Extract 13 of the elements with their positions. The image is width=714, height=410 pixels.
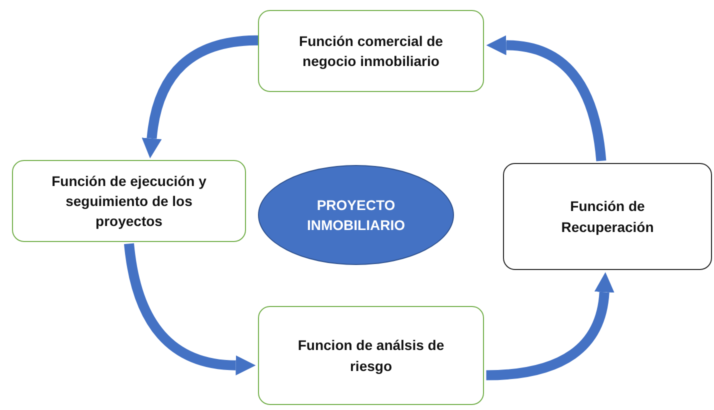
node-label: PROYECTO INMOBILIARIO (306, 196, 406, 235)
function-box (503, 163, 712, 270)
curved-arrow (124, 243, 256, 376)
node-label: Función de Recuperación (560, 197, 655, 237)
curved-arrow (486, 35, 606, 162)
curved-arrow (486, 272, 614, 380)
node-label: Función comercial de negocio inmobiliario (298, 32, 444, 71)
node-label: Funcion de análsis de riesgo (296, 336, 446, 376)
curved-arrow (142, 35, 258, 158)
function-box (258, 306, 484, 405)
node-label: Función de ejecución y seguimiento de los proyectos (50, 172, 208, 232)
function-box (12, 160, 246, 242)
function-box (258, 10, 484, 92)
